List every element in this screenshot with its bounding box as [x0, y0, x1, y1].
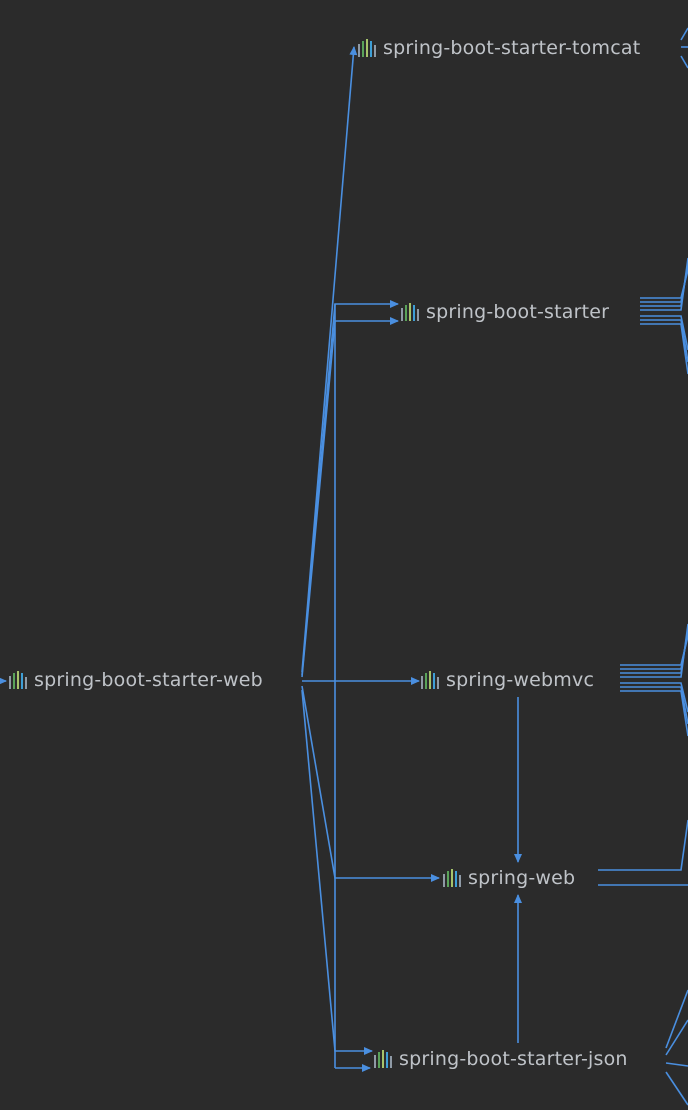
edge-starter-out-up-3 — [640, 257, 688, 311]
edge-web-starter-to-spring-web — [301, 685, 440, 882]
edge-webmvc-out-up-1 — [620, 631, 688, 670]
node-spring-boot-starter[interactable]: spring-boot-starter — [401, 301, 609, 323]
maven-artifact-icon — [421, 671, 439, 689]
node-label: spring-boot-starter — [426, 301, 610, 323]
edge-tomcat-out-1 — [680, 27, 688, 41]
node-label: spring-boot-starter-web — [34, 669, 263, 691]
edge-webmvc-out-up-0 — [620, 635, 688, 666]
maven-artifact-icon — [9, 671, 27, 689]
node-label: spring-boot-starter-json — [399, 1048, 628, 1070]
edge-webmvc-out-down-2 — [620, 690, 688, 737]
edge-tomcat-out-3 — [680, 55, 688, 69]
node-spring-boot-starter-tomcat[interactable]: spring-boot-starter-tomcat — [358, 37, 640, 59]
edge-json-out-4 — [665, 1071, 688, 1106]
node-spring-webmvc[interactable]: spring-webmvc — [421, 669, 594, 691]
node-label: spring-boot-starter-tomcat — [383, 37, 641, 59]
edge-webmvc-out-down-0 — [620, 682, 688, 713]
edge-web-starter-to-tomcat — [301, 46, 358, 673]
maven-artifact-icon — [401, 303, 419, 321]
edge-web-starter-to-json — [301, 689, 373, 1055]
edge-webmvc-out-up-3 — [620, 623, 688, 678]
node-spring-web[interactable]: spring-web — [443, 867, 575, 889]
maven-artifact-icon — [443, 869, 461, 887]
edge-json-out-2 — [665, 1019, 688, 1056]
node-label: spring-web — [468, 867, 576, 889]
edge-starter-out-up-0 — [640, 269, 688, 299]
edge-starter-out-down-2 — [640, 323, 688, 375]
node-label: spring-webmvc — [446, 669, 595, 691]
edge-json-out-1 — [665, 989, 688, 1049]
node-spring-boot-starter-web[interactable]: spring-boot-starter-web — [9, 669, 263, 691]
node-spring-boot-starter-json[interactable]: spring-boot-starter-json — [374, 1048, 628, 1070]
edge-webmvc-out-up-2 — [620, 627, 688, 674]
edge-webmvc-out-down-1 — [620, 686, 688, 725]
edge-starter-out-down-1 — [640, 319, 688, 363]
maven-artifact-icon — [374, 1050, 392, 1068]
edge-starter-out-down-0 — [640, 315, 688, 351]
edge-json-out-3 — [665, 1062, 688, 1067]
maven-artifact-icon — [358, 39, 376, 57]
edge-spring-web-out-1 — [598, 819, 688, 871]
